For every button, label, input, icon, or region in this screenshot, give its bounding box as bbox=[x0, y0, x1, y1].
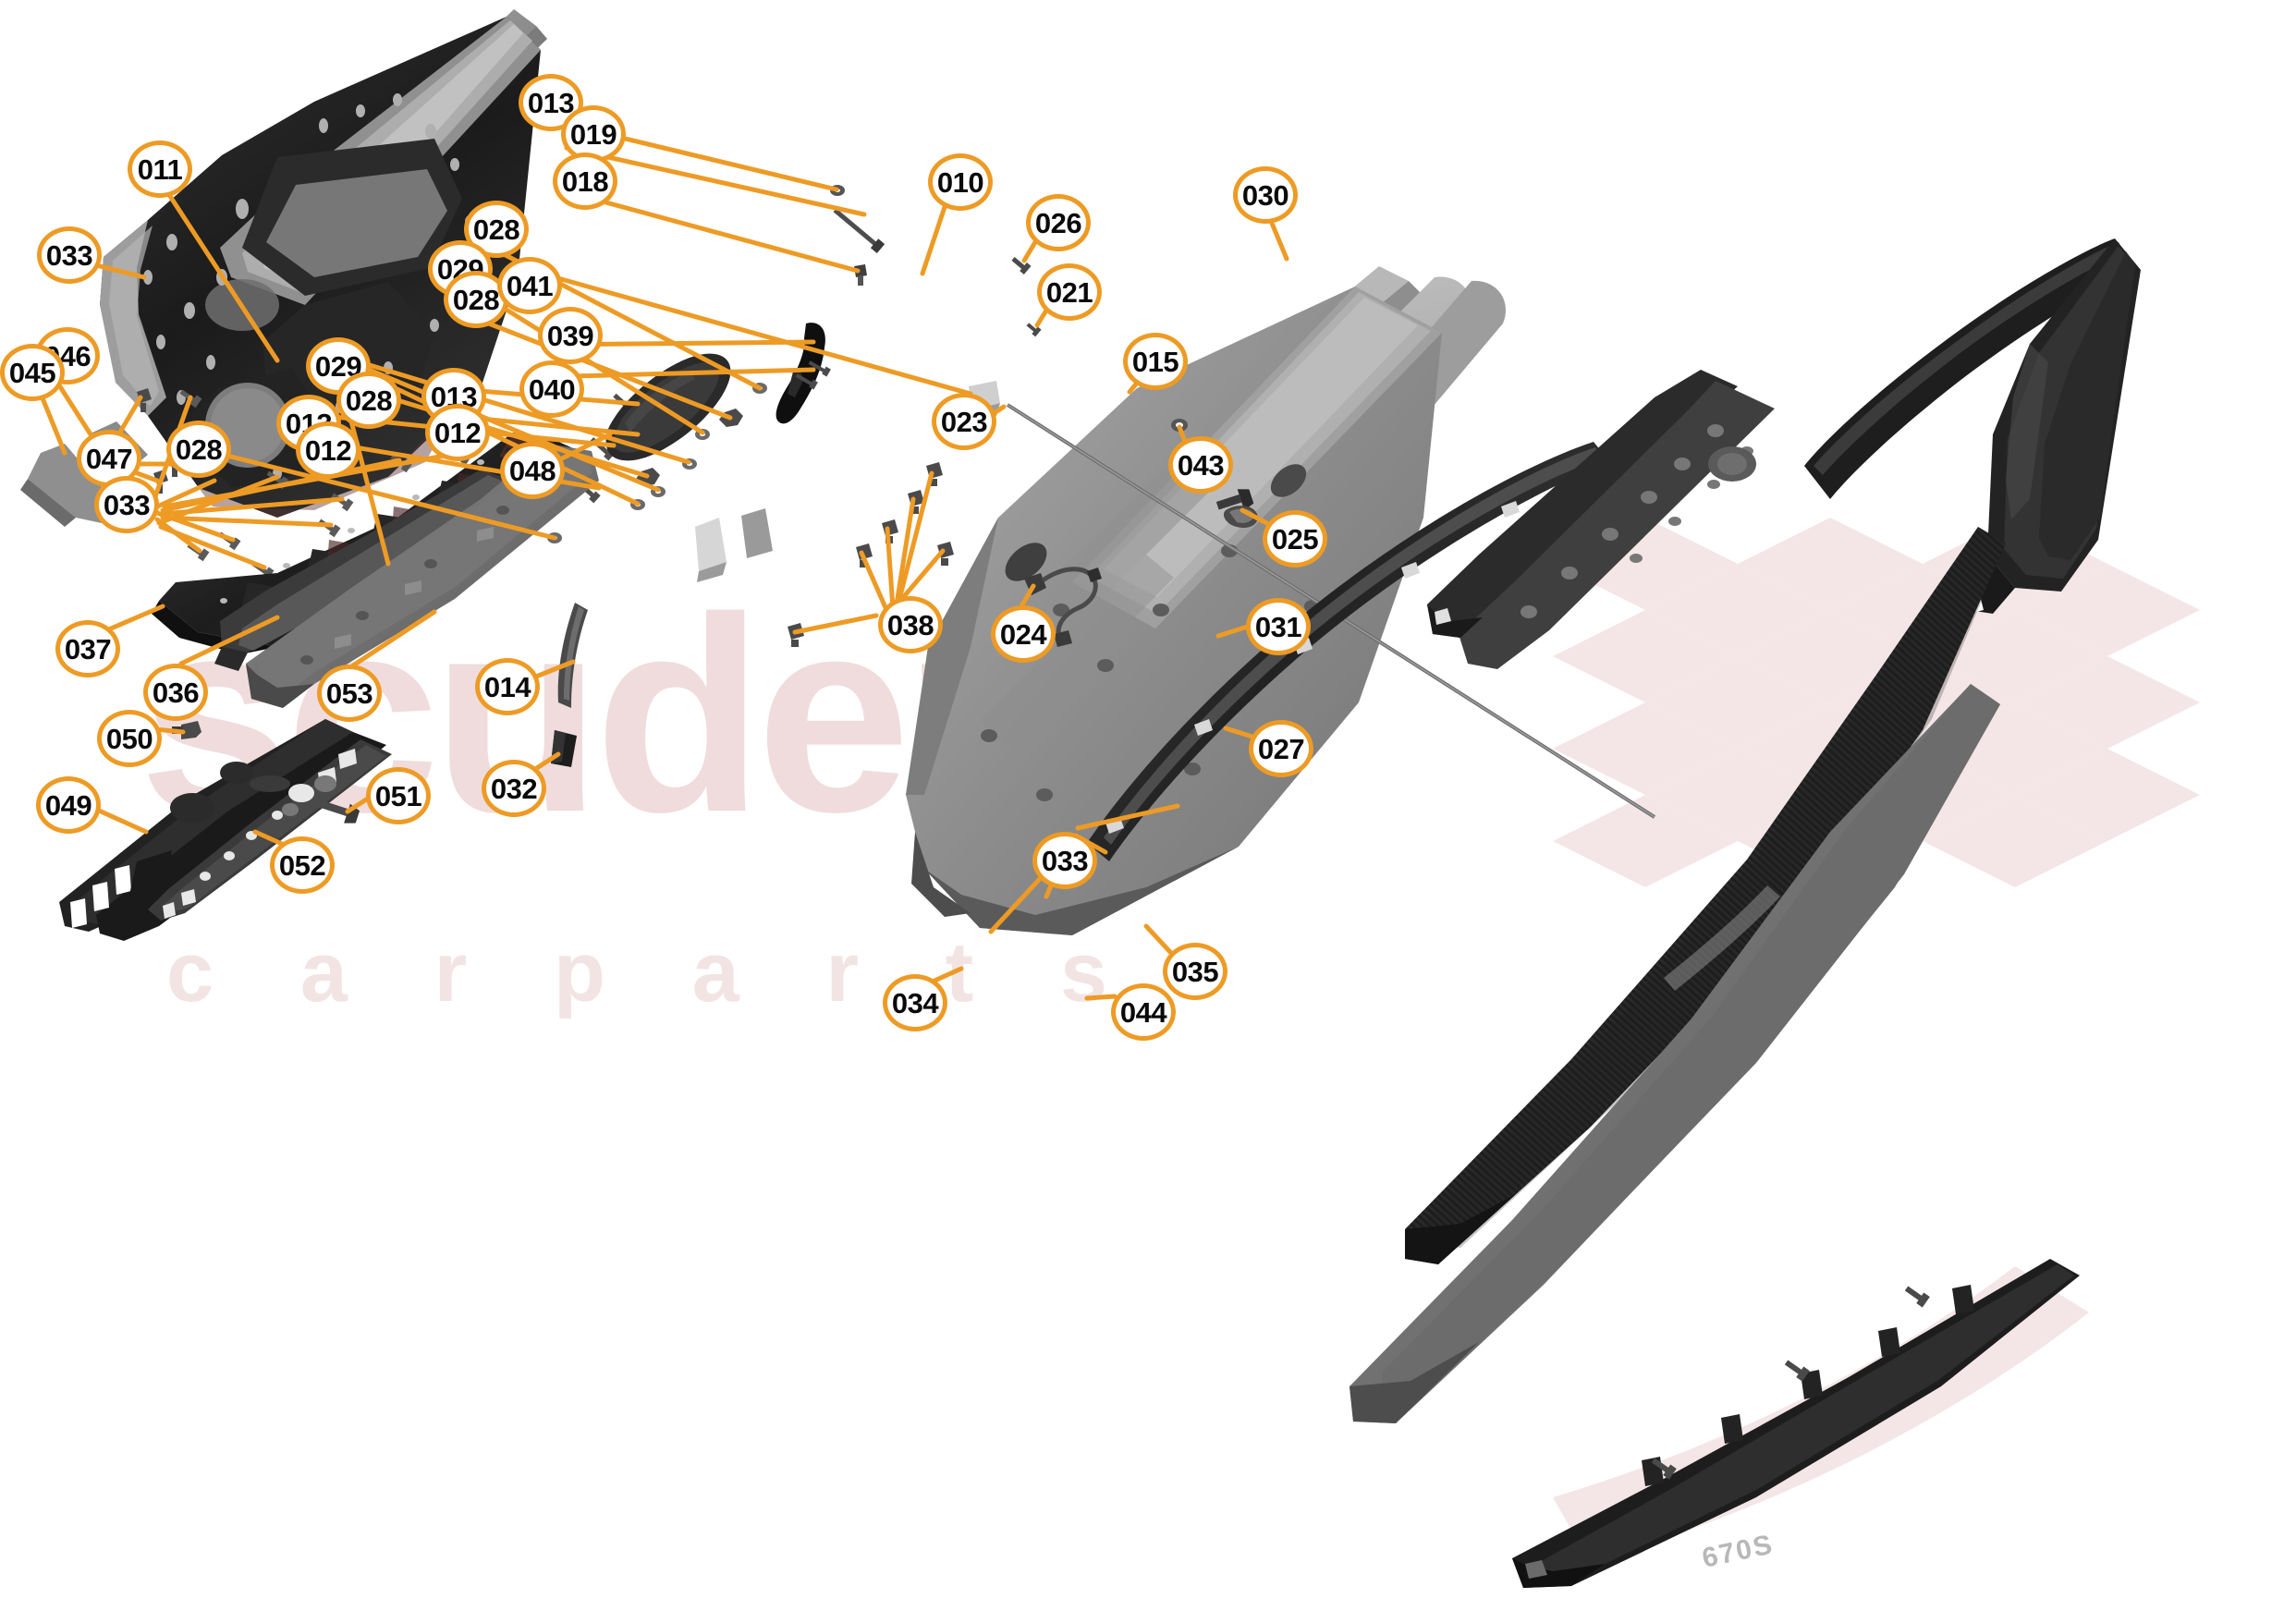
callout-label: 014 bbox=[483, 670, 531, 703]
callout-label: 010 bbox=[936, 165, 984, 199]
callout-label: 031 bbox=[1254, 610, 1302, 643]
callout-label: 032 bbox=[490, 772, 538, 805]
callout-050[interactable]: 050 bbox=[97, 710, 162, 767]
callout-024[interactable]: 024 bbox=[991, 605, 1056, 663]
callout-label: 015 bbox=[1131, 345, 1179, 378]
callout-label: 028 bbox=[472, 213, 520, 246]
callout-label: 018 bbox=[561, 165, 609, 198]
callout-label: 023 bbox=[940, 405, 988, 438]
callout-label: 034 bbox=[891, 986, 939, 1019]
callout-037[interactable]: 037 bbox=[55, 620, 120, 677]
callout-028[interactable]: 028 bbox=[166, 421, 231, 478]
part-031-carbon-sill-cover bbox=[1405, 527, 2006, 1264]
callout-021[interactable]: 021 bbox=[1037, 263, 1102, 321]
callout-025[interactable]: 025 bbox=[1263, 510, 1327, 567]
callout-label: 033 bbox=[1041, 844, 1089, 877]
callout-label: 048 bbox=[508, 454, 556, 487]
callout-033[interactable]: 033 bbox=[94, 476, 159, 533]
part-035-rocker-moulding bbox=[1512, 1259, 2080, 1588]
callout-049[interactable]: 049 bbox=[36, 776, 101, 834]
callout-052[interactable]: 052 bbox=[270, 836, 335, 894]
callout-label: 012 bbox=[304, 433, 352, 467]
callout-label: 039 bbox=[546, 319, 594, 352]
callout-label: 028 bbox=[345, 384, 393, 417]
callout-044[interactable]: 044 bbox=[1111, 983, 1176, 1041]
callout-028[interactable]: 028 bbox=[336, 372, 401, 429]
callout-label: 030 bbox=[1241, 178, 1289, 212]
callout-label: 011 bbox=[137, 153, 183, 186]
callout-label: 019 bbox=[569, 117, 617, 151]
callout-033[interactable]: 033 bbox=[37, 226, 102, 284]
callout-035[interactable]: 035 bbox=[1163, 943, 1227, 1000]
callout-014[interactable]: 014 bbox=[475, 658, 540, 715]
callout-label: 044 bbox=[1119, 995, 1167, 1029]
part-014-curved-seal bbox=[557, 603, 588, 708]
callout-label: 026 bbox=[1034, 206, 1082, 239]
callout-033[interactable]: 033 bbox=[1032, 832, 1097, 889]
callout-023[interactable]: 023 bbox=[932, 393, 996, 450]
callout-043[interactable]: 043 bbox=[1168, 436, 1233, 494]
callout-label: 013 bbox=[527, 86, 575, 119]
callout-041[interactable]: 041 bbox=[497, 257, 562, 314]
callout-053[interactable]: 053 bbox=[317, 665, 382, 722]
hardware-026-021 bbox=[1011, 257, 1042, 337]
callout-label: 041 bbox=[506, 269, 554, 302]
callout-label: 049 bbox=[44, 788, 92, 822]
callout-012[interactable]: 012 bbox=[425, 404, 490, 461]
callout-label: 038 bbox=[886, 608, 934, 641]
callout-label: 053 bbox=[325, 677, 373, 710]
callout-040[interactable]: 040 bbox=[519, 360, 584, 418]
part-053-sill-cover-moulding bbox=[246, 444, 599, 708]
callout-047[interactable]: 047 bbox=[77, 430, 141, 487]
callout-010[interactable]: 010 bbox=[928, 153, 993, 211]
callout-label: 035 bbox=[1171, 955, 1219, 988]
callout-030[interactable]: 030 bbox=[1233, 166, 1298, 224]
callout-label: 037 bbox=[64, 632, 112, 665]
callout-051[interactable]: 051 bbox=[366, 767, 431, 824]
callout-label: 043 bbox=[1177, 448, 1225, 482]
part-011-door-inner-panel bbox=[100, 9, 547, 518]
callout-label: 028 bbox=[452, 283, 500, 316]
part-030-window-frame-trim bbox=[1804, 238, 2141, 614]
part-015-door-sill-bracket bbox=[1427, 370, 1775, 669]
callout-018[interactable]: 018 bbox=[553, 153, 617, 210]
callout-012[interactable]: 012 bbox=[296, 421, 360, 479]
callout-019[interactable]: 019 bbox=[561, 105, 626, 163]
callout-label: 052 bbox=[278, 848, 326, 882]
part-036-sill-seal-strip bbox=[214, 470, 514, 671]
callout-label: 050 bbox=[105, 722, 153, 755]
callout-039[interactable]: 039 bbox=[538, 307, 603, 364]
callout-045[interactable]: 045 bbox=[0, 344, 65, 401]
callout-label: 027 bbox=[1257, 732, 1305, 765]
callout-031[interactable]: 031 bbox=[1246, 598, 1311, 655]
callout-label: 033 bbox=[45, 238, 93, 272]
callout-048[interactable]: 048 bbox=[500, 442, 565, 499]
callout-015[interactable]: 015 bbox=[1123, 333, 1188, 390]
callout-011[interactable]: 011 bbox=[128, 140, 192, 198]
callout-label: 025 bbox=[1271, 522, 1319, 555]
callout-label: 028 bbox=[175, 433, 223, 466]
callout-034[interactable]: 034 bbox=[883, 974, 947, 1031]
part-027-lower-sill-panel bbox=[1350, 684, 2000, 1423]
callout-label: 045 bbox=[8, 356, 56, 389]
callout-label: 033 bbox=[103, 488, 151, 521]
callout-026[interactable]: 026 bbox=[1026, 194, 1091, 251]
callout-label: 047 bbox=[85, 442, 133, 475]
callout-038[interactable]: 038 bbox=[878, 596, 943, 653]
callout-label: 051 bbox=[374, 779, 422, 812]
callout-label: 024 bbox=[999, 617, 1047, 651]
callout-label: 040 bbox=[528, 372, 576, 406]
callout-027[interactable]: 027 bbox=[1249, 720, 1313, 777]
part-052-sill-bracket bbox=[148, 739, 392, 921]
callout-032[interactable]: 032 bbox=[482, 760, 546, 817]
callout-label: 021 bbox=[1045, 275, 1093, 309]
callout-label: 012 bbox=[434, 416, 482, 449]
callout-label: 036 bbox=[152, 676, 200, 709]
callout-036[interactable]: 036 bbox=[143, 664, 208, 721]
